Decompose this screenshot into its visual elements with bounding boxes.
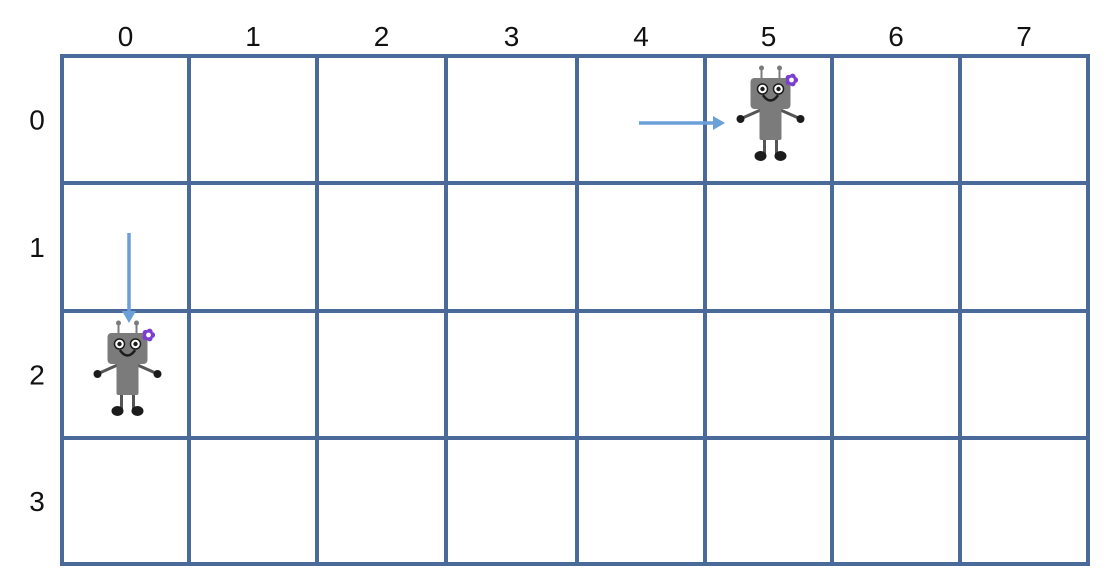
column-labels: 0 1 2 3 4 5 6 7	[118, 21, 1032, 52]
row-labels: 0 1 2 3	[29, 105, 45, 518]
column-label: 7	[1016, 21, 1032, 52]
arrow-right-icon	[639, 116, 725, 130]
column-label: 5	[761, 21, 777, 52]
robot-icon	[736, 65, 805, 161]
column-label: 0	[118, 21, 134, 52]
row-label: 3	[29, 486, 45, 517]
flower-icon	[785, 73, 799, 87]
column-label: 2	[374, 21, 390, 52]
column-label: 1	[245, 21, 261, 52]
column-label: 6	[888, 21, 904, 52]
column-label: 4	[633, 21, 649, 52]
row-label: 0	[29, 105, 45, 136]
robots	[93, 65, 805, 416]
row-label: 2	[29, 360, 45, 391]
column-label: 3	[504, 21, 520, 52]
flower-icon	[142, 328, 156, 342]
arrows	[122, 116, 725, 323]
arrow-down-icon	[122, 233, 136, 323]
robot-icon	[93, 320, 162, 416]
grid-lines	[60, 54, 1090, 566]
row-label: 1	[29, 232, 45, 263]
